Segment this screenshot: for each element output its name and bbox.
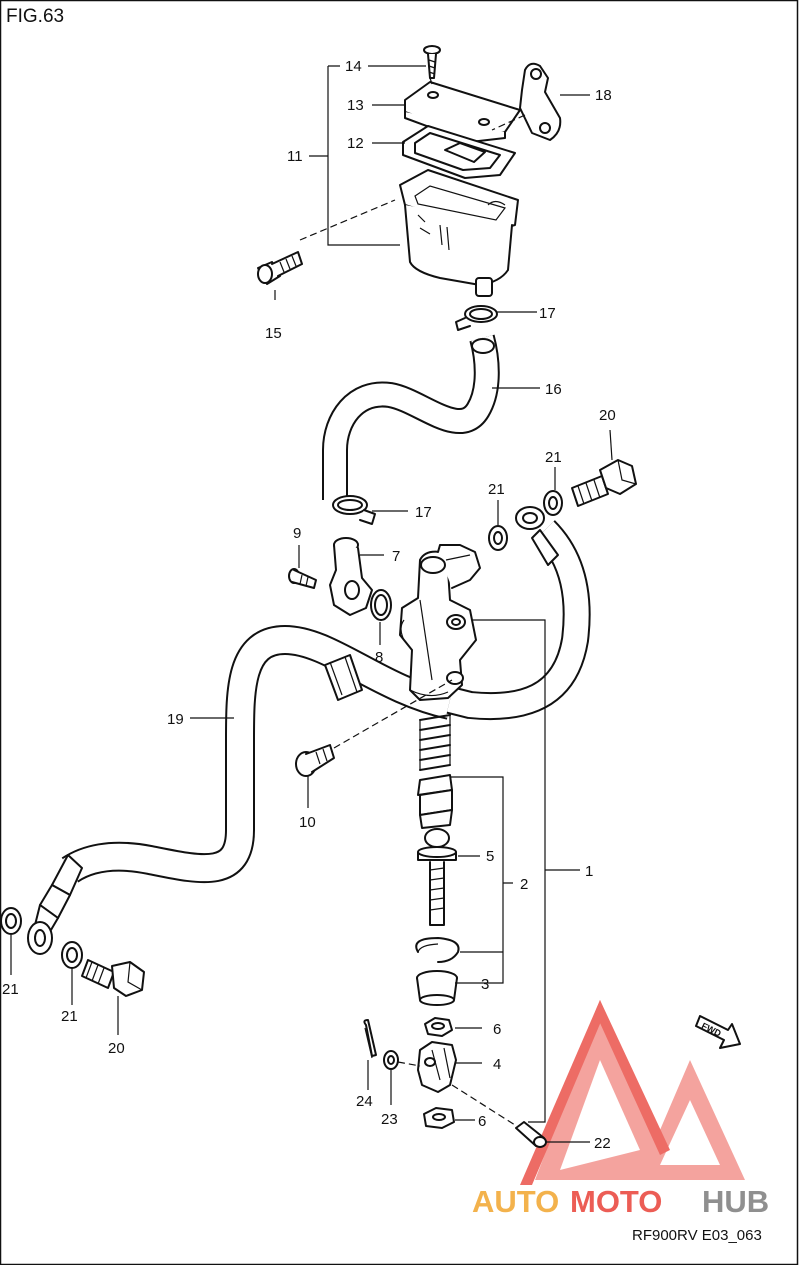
piston-cup: [417, 774, 453, 829]
push-rod-5: [417, 828, 457, 926]
callout-8: 8: [375, 649, 383, 666]
callout-21-lower-left: 21: [2, 981, 19, 998]
watermark-moto: MOTO: [570, 1184, 662, 1219]
mounting-bolt-10: [295, 744, 335, 777]
callout-2: 2: [520, 876, 528, 893]
reservoir-body-11: [399, 169, 519, 297]
callout-1: 1: [585, 863, 593, 880]
reservoir-diaphragm-12: [402, 125, 516, 179]
callout-18: 18: [595, 87, 612, 104]
leader-lines: [10, 65, 613, 1143]
hose-fitting-7: [329, 537, 373, 616]
callout-24: 24: [356, 1093, 373, 1110]
clevis-4: [417, 1041, 457, 1093]
callout-6-lower: 6: [478, 1113, 486, 1130]
callout-16: 16: [545, 381, 562, 398]
dash-screw: [429, 77, 433, 85]
callout-4: 4: [493, 1056, 501, 1073]
dash-cotter: [397, 1061, 421, 1067]
watermark-hub: HUB: [702, 1184, 769, 1219]
washer-23: [383, 1050, 399, 1070]
circlip: [415, 937, 460, 963]
watermark-text: AUTO MOTO HUB: [472, 1184, 769, 1219]
fwd-arrow-icon: FWD: [695, 1015, 741, 1049]
washer-21-d: [61, 941, 83, 969]
clevis-pin-22: [515, 1121, 547, 1148]
dash-pin: [451, 1084, 516, 1126]
washer-21-b: [543, 490, 563, 516]
washer-21-c: [0, 907, 22, 935]
union-bolt-20-upper: [571, 459, 637, 507]
callout-6-upper: 6: [493, 1021, 501, 1038]
callout-3: 3: [481, 976, 489, 993]
banjo-fitting-upper: [515, 506, 559, 566]
nut-6-lower: [423, 1107, 455, 1129]
dash-bolt-10: [333, 679, 453, 749]
figure-code: RF900RV E03_063: [632, 1227, 762, 1244]
callout-15: 15: [265, 325, 282, 342]
hose-clamp-17-bottom: [332, 495, 376, 525]
callout-11: 11: [287, 148, 303, 165]
callout-23: 23: [381, 1111, 398, 1128]
callout-22: 22: [594, 1135, 611, 1152]
dash-bracket: [491, 114, 526, 131]
hose-16-end: [471, 338, 495, 354]
reservoir-screw-14: [423, 45, 441, 79]
callout-21-upper-right: 21: [545, 449, 562, 466]
callout-12: 12: [347, 135, 364, 152]
callout-20-upper: 20: [599, 407, 616, 424]
reservoir-bolt-15: [257, 251, 303, 285]
callout-20-lower: 20: [108, 1040, 125, 1057]
master-cylinder-body-1: [399, 544, 481, 701]
watermark-auto: AUTO: [472, 1184, 559, 1219]
callout-7: 7: [392, 548, 400, 565]
o-ring-8: [370, 589, 392, 621]
callout-9: 9: [293, 525, 301, 542]
nut-6-upper: [424, 1017, 453, 1037]
callout-17-bottom: 17: [415, 504, 432, 521]
reservoir-bracket-18: [519, 62, 562, 141]
callout-13: 13: [347, 97, 364, 114]
cotter-pin-24: [363, 1019, 377, 1059]
hose-19-sleeve: [324, 654, 363, 701]
callout-21-lower-right: 21: [61, 1008, 78, 1025]
washer-21-a: [488, 525, 508, 551]
callout-14: 14: [345, 58, 362, 75]
callout-10: 10: [299, 814, 316, 831]
reservoir-cap-13: [404, 81, 521, 143]
callout-17-top: 17: [539, 305, 556, 322]
dash-reservoir-bolt: [299, 199, 396, 241]
screw-9: [288, 568, 317, 589]
union-bolt-20-lower: [81, 959, 145, 997]
piston-spring: [419, 714, 451, 771]
boot-3: [416, 970, 458, 1006]
callout-21-upper-left: 21: [488, 481, 505, 498]
hose-clamp-17-top: [455, 305, 498, 331]
hose-19-lower-fitting: [27, 854, 83, 955]
figure-title: FIG.63: [6, 6, 64, 27]
callout-5: 5: [486, 848, 494, 865]
callout-19: 19: [167, 711, 184, 728]
